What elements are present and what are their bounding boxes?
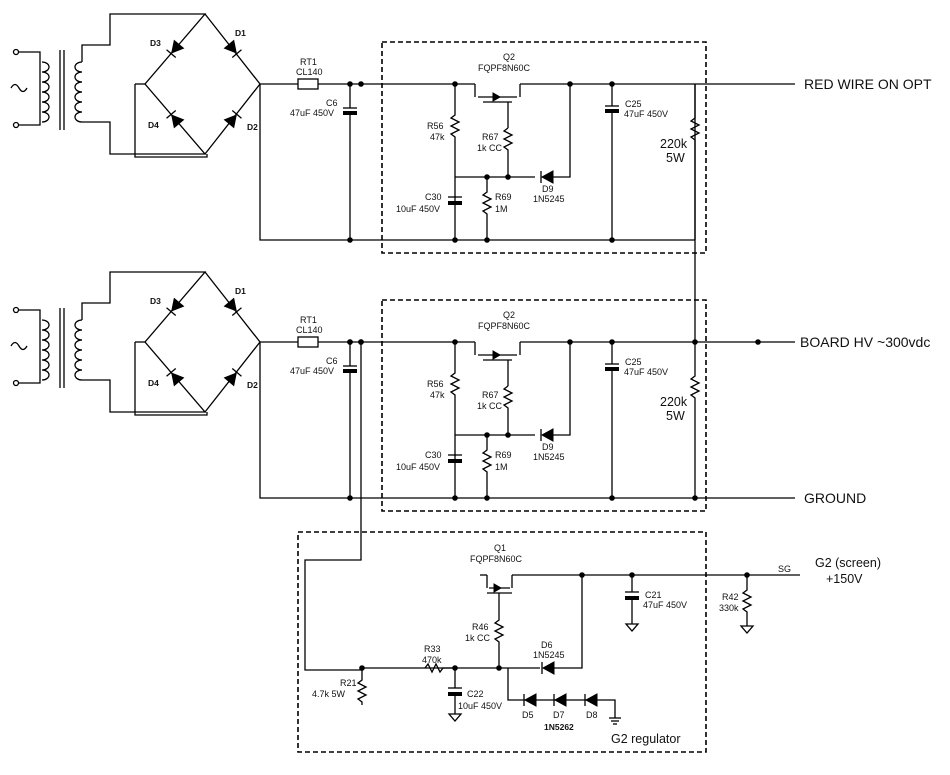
supply-stage-2 [10,271,707,512]
label-g2-screen: G2 (screen) [815,556,881,570]
label-rt1: RT1 [300,315,317,325]
label-d9-value: 1N5245 [533,452,565,462]
zener-d5-symbol [523,693,537,707]
label-g2-voltage: +150V [826,572,863,586]
label-d9: D9 [542,442,554,452]
label-r56-value: 47k [430,132,445,142]
label-c30-value: 10uF 450V [396,462,440,472]
ground-symbol [624,623,640,632]
label-r67-value: 1k CC [477,143,503,153]
label-r46: R46 [472,622,489,632]
label-c6: C6 [326,98,338,108]
supply-stage-1 [10,13,707,254]
label-zener-part: 1N5262 [544,722,574,732]
zener-d6-symbol [541,661,555,675]
label-bleeder-value: 220k [660,137,688,151]
label-r69-value: 1M [495,204,508,214]
label-r42: R42 [722,592,739,602]
zener-d8-symbol [584,693,598,707]
ground-symbol [447,713,463,722]
label-r69: R69 [495,450,512,460]
label-r33: R33 [424,644,441,654]
zener-d7-symbol [553,693,567,707]
label-red-wire: RED WIRE ON OPT [804,76,932,92]
label-bleeder-value: 220k [660,395,688,409]
g2-feed-wire [304,342,362,671]
g2-regulator-box [297,531,707,753]
resistor-r46 [493,593,505,668]
label-c6-value: 47uF 450V [290,108,334,118]
stage-2-labels: D3 D1 D4 D2 RT1 CL140 C6 47uF 450V Q2 FQ… [148,286,688,472]
label-d6: D6 [541,640,553,650]
label-c25: C25 [625,99,642,109]
label-q2-value: FQPF8N60C [478,63,531,73]
label-d1: D1 [235,286,246,296]
resistor-r33 [424,662,444,674]
label-d8: D8 [586,710,598,720]
resistor-r42 [741,575,753,626]
label-c21-value: 47uF 450V [643,600,687,610]
label-d1: D1 [235,28,246,38]
mosfet-q1-arrow [493,583,503,593]
label-d9: D9 [542,184,554,194]
label-d2: D2 [247,122,258,132]
label-c30: C30 [425,192,442,202]
label-d4: D4 [148,120,159,130]
label-q2-value: FQPF8N60C [478,321,531,331]
label-d2: D2 [247,380,258,390]
label-d3: D3 [150,38,161,48]
label-sg: SG [778,564,791,574]
label-rt1-value: CL140 [296,325,323,335]
label-r69: R69 [495,192,512,202]
label-board-hv: BOARD HV ~300vdc [800,334,930,350]
capacitor-c22 [448,692,462,696]
capacitor-c21 [625,596,639,600]
label-d9-value: 1N5245 [533,194,565,204]
label-g2-regulator: G2 regulator [611,732,680,746]
label-d6-value: 1N5245 [533,650,565,660]
label-bleeder-power: 5W [666,151,685,165]
label-c25-value: 47uF 450V [624,367,668,377]
label-q1-value: FQPF8N60C [470,554,523,564]
ground-symbol [739,625,755,634]
label-c30-value: 10uF 450V [396,204,440,214]
resistor-r21 [356,668,368,705]
label-bleeder-power: 5W [666,409,685,423]
label-r56-value: 47k [430,390,445,400]
label-d3: D3 [150,296,161,306]
label-rt1-value: CL140 [296,67,323,77]
label-r69-value: 1M [495,462,508,472]
label-q2: Q2 [503,310,515,320]
label-q2: Q2 [503,52,515,62]
label-c22-value: 10uF 450V [458,701,502,711]
label-c21: C21 [645,590,662,600]
label-c25-value: 47uF 450V [624,109,668,119]
label-r42-value: 330k [719,603,739,613]
stage-1-labels: D3 D1 D4 D2 RT1 CL140 C6 47uF 450V Q2 FQ… [148,28,688,214]
label-d7: D7 [553,710,565,720]
label-c25: C25 [625,357,642,367]
label-c30: C30 [425,450,442,460]
label-ground: GROUND [804,490,866,506]
label-d5: D5 [522,710,534,720]
label-r56: R56 [427,121,444,131]
label-d4: D4 [148,378,159,388]
label-c6-value: 47uF 450V [290,366,334,376]
label-r67: R67 [482,390,499,400]
label-r46-value: 1k CC [465,633,491,643]
label-r21-value: 4.7k 5W [312,689,346,699]
label-c6: C6 [326,356,338,366]
g2-labels: Q1 FQPF8N60C R46 1k CC D6 1N5245 R33 470… [312,543,739,746]
label-c22: C22 [467,689,484,699]
label-rt1: RT1 [300,57,317,67]
label-r56: R56 [427,379,444,389]
label-r33-value: 470k [422,655,442,665]
label-r67-value: 1k CC [477,401,503,411]
label-q1: Q1 [494,543,506,553]
label-r21: R21 [340,678,357,688]
label-r67: R67 [482,132,499,142]
